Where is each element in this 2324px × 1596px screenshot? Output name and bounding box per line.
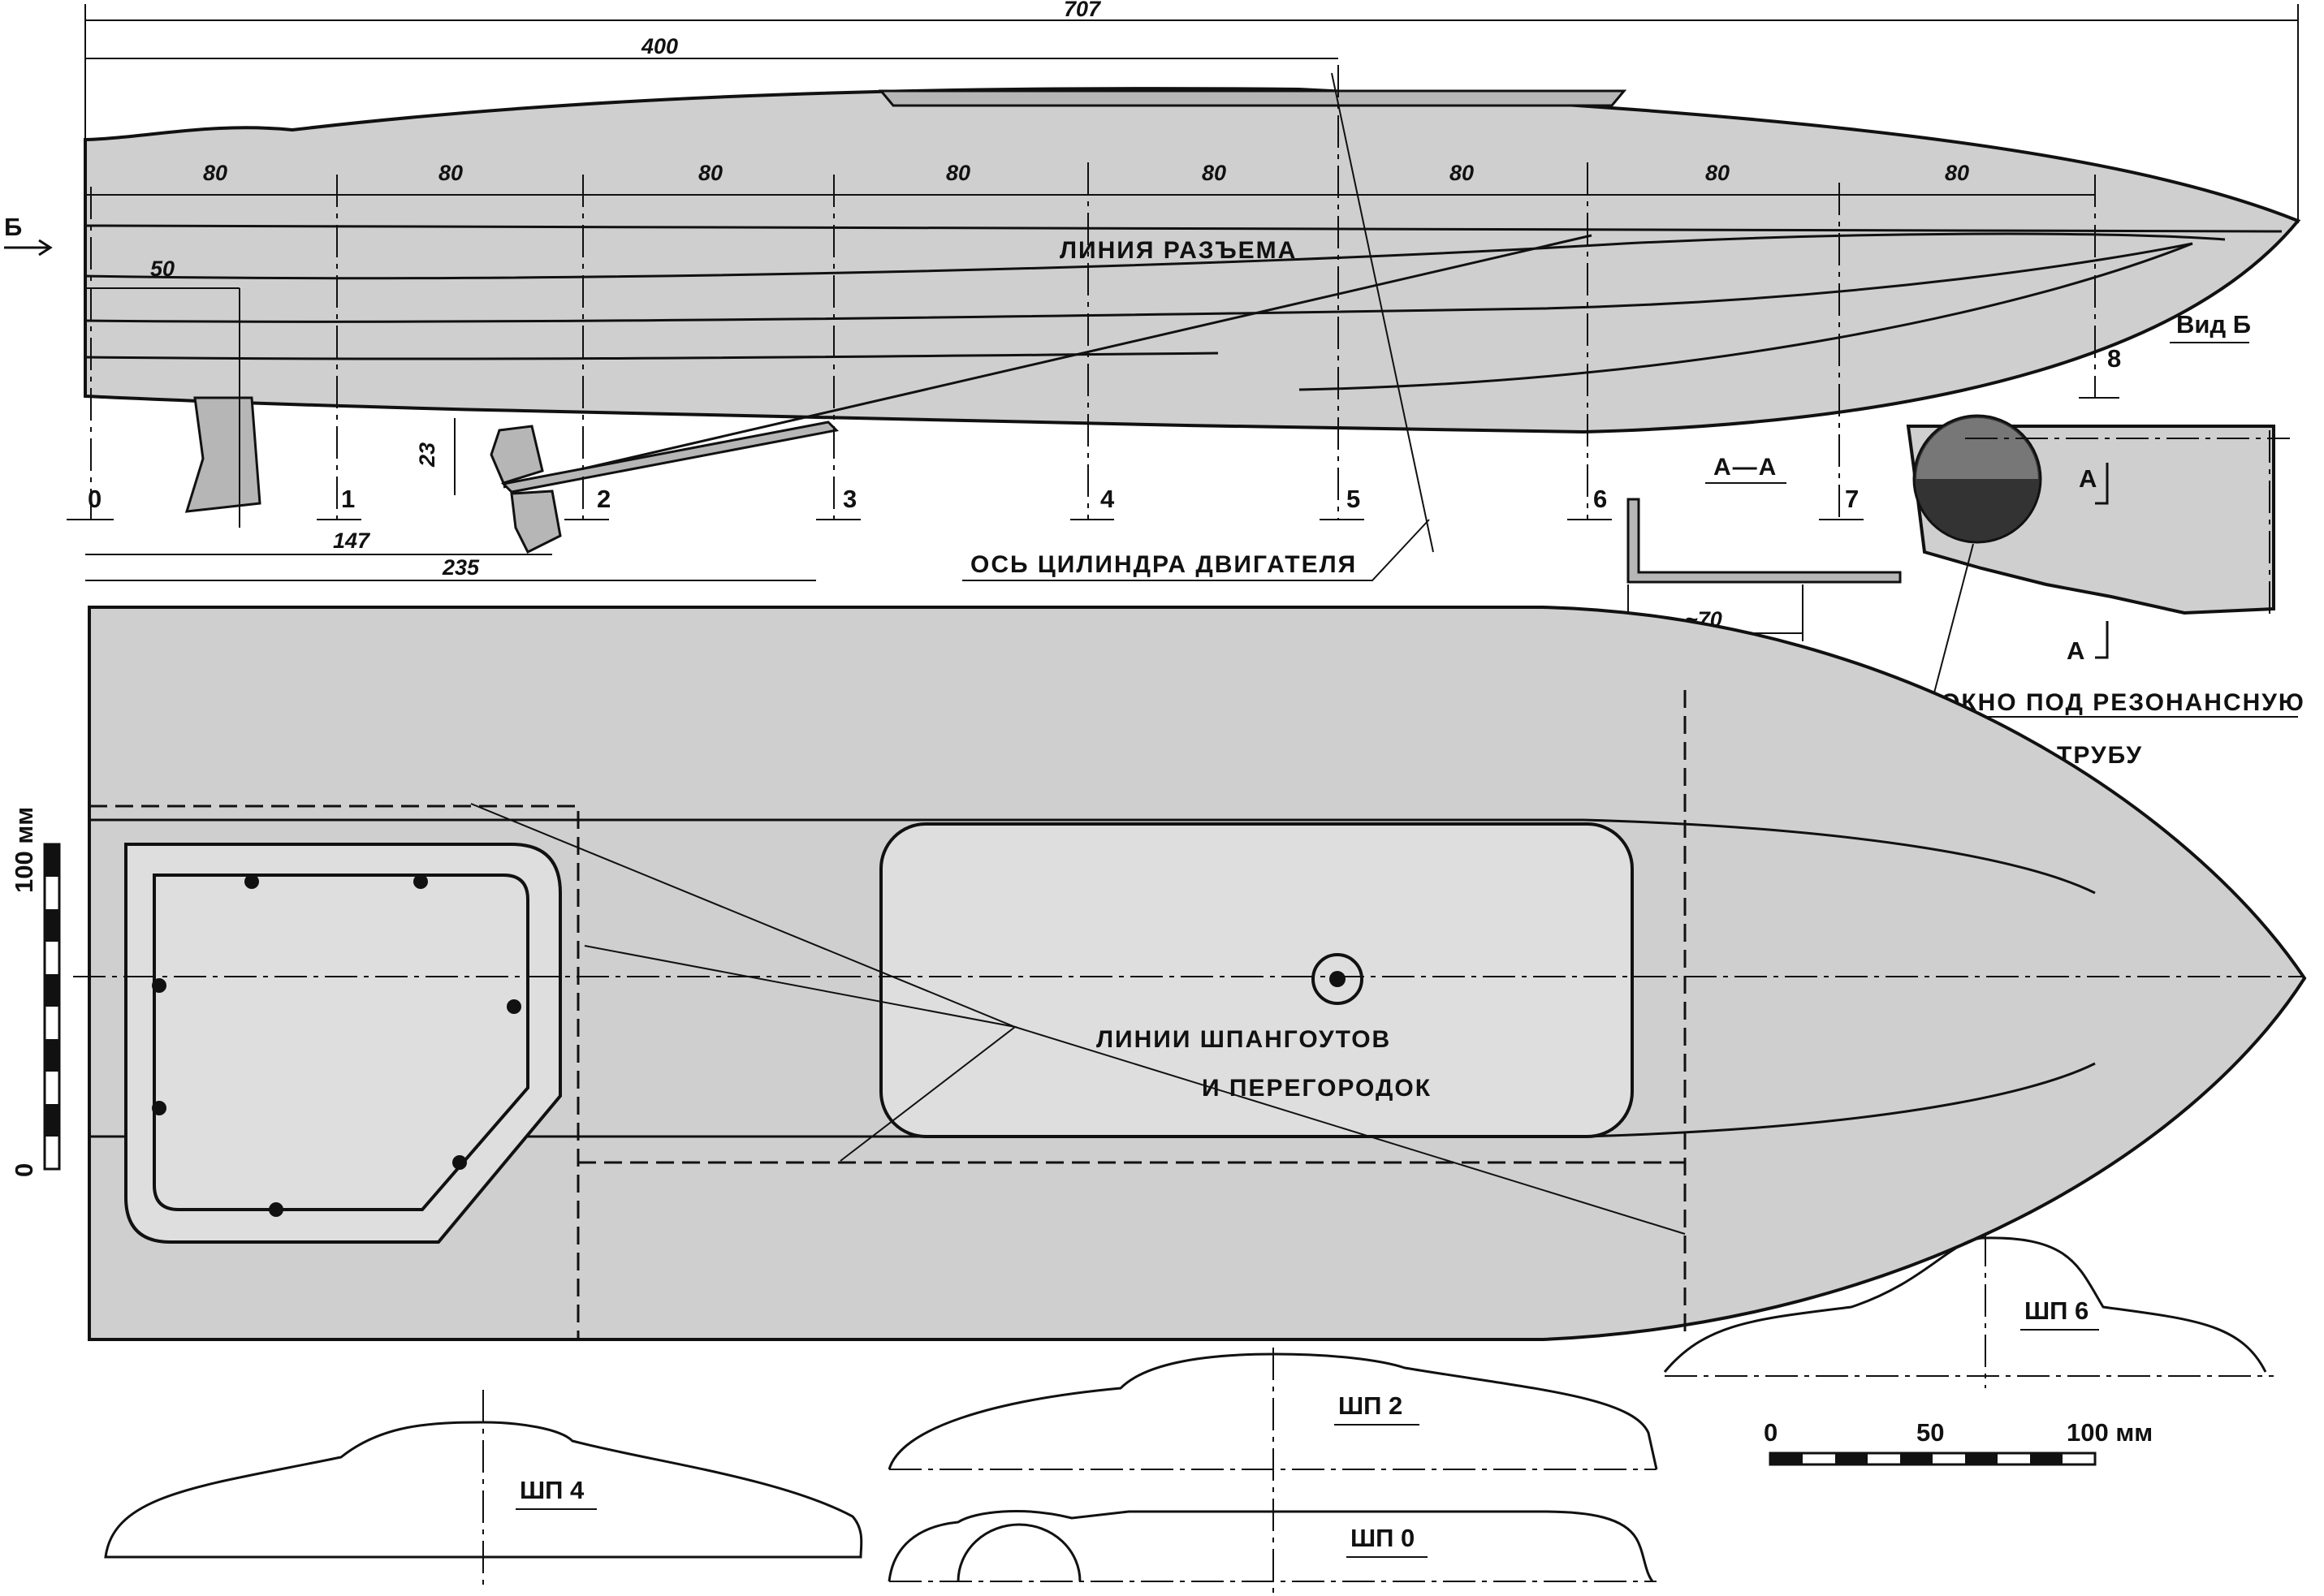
station-0: 0 [88,485,102,513]
vertical-scale-top: 100 мм [10,807,38,893]
cut-mark-a-upper: А [2079,464,2097,493]
sp0-pipe-arc [957,1523,1082,1582]
hatch-screw-7 [269,1202,283,1217]
dim-80-7: 80 [1945,161,1969,185]
engine-axis-label: ОСЬ ЦИЛИНДРА ДВИГАТЕЛЯ [970,551,1357,578]
dim-707-label: 707 [1064,0,1102,21]
dim-80-2: 80 [698,161,723,185]
dim-8-label: 8 [2107,344,2121,373]
frames-label-line1: ЛИНИИ ШПАНГОУТОВ [1096,1026,1391,1053]
station-3: 3 [843,485,857,513]
dim-80-1: 80 [438,161,463,185]
parting-line [84,224,2283,233]
section-aa-label: А—А [1713,454,1778,481]
engine-cylinder-axis [1331,72,1434,553]
window-label-line1: ОКНО ПОД РЕЗОНАНСНУЮ [1941,689,2305,716]
propeller-upper-blade [490,425,544,485]
section-aa-detail: А—А ~70 [1626,454,1902,641]
sp2-label: ШП 2 [1338,1391,1402,1420]
vertical-scale: 100 мм 0 [10,807,61,1177]
propeller-shaft [503,234,1592,489]
side-view: 707 400 ЛИНИЯ РАЗЪЕМА 80 80 80 80 80 80 … [4,0,2301,581]
hscale-end: 100 мм [2067,1418,2153,1447]
dim-80-0: 80 [203,161,227,185]
hscale-zero: 0 [1764,1418,1778,1447]
station-4: 4 [1100,485,1115,513]
hatch-screw-3 [152,978,166,993]
station-2: 2 [597,485,611,513]
cut-mark-a-lower: А [2067,636,2084,665]
section-sp4: ШП 4 [104,1390,863,1591]
section-sp2: ШП 2 [888,1348,1658,1596]
sp6-label: ШП 6 [2024,1296,2089,1325]
sp0-label: ШП 0 [1350,1524,1415,1552]
vertical-scale-zero: 0 [10,1163,38,1177]
deck-hatch-side [878,89,1627,107]
sp4-label: ШП 4 [520,1476,585,1504]
view-b-arrow-label: Б [4,213,22,241]
filler-cap [1329,971,1346,987]
station-1: 1 [341,485,355,513]
top-view: ЛИНИИ ШПАНГОУТОВ И ПЕРЕГОРОДОК [73,606,2307,1341]
station-7: 7 [1845,485,1859,513]
frames-label-line2: И ПЕРЕГОРОДОК [1202,1075,1432,1102]
parting-line-label: ЛИНИЯ РАЗЪЕМА [1060,237,1297,264]
hatch-screw-4 [507,999,521,1014]
hatch-screw-1 [244,874,259,889]
dim-80-5: 80 [1449,161,1474,185]
aft-hatch [153,873,529,1211]
view-b-detail: Вид Б 8 А А ОКНО ПОД РЕЗОНАНСНУЮ ТРУБУ [1906,310,2305,769]
view-b-arrow [4,239,53,257]
dim-400-label: 400 [641,34,678,58]
dim-80-4: 80 [1202,161,1226,185]
cockpit-hatch [879,822,1634,1138]
dim-147-label: 147 [333,528,371,553]
station-5: 5 [1346,485,1360,513]
propeller-lower-blade [510,490,562,554]
view-b-label: Вид Б [2176,310,2251,339]
rudder [184,396,261,513]
dim-235-label: 235 [442,555,480,580]
station-6: 6 [1593,485,1607,513]
hatch-screw-2 [413,874,428,889]
hull-side-profile [84,87,2301,434]
dim-50-label: 50 [150,257,175,281]
dim-23-label: 23 [415,442,439,468]
horizontal-scale: 0 50 100 мм [1764,1418,2153,1466]
dim-80-3: 80 [946,161,970,185]
flange-profile [1626,498,1902,584]
hatch-screw-5 [152,1101,166,1115]
section-sp6: ШП 6 [1663,1234,2274,1388]
filler-cap-ring [1311,953,1363,1005]
section-sp0: ШП 0 [888,1510,1657,1582]
hscale-mid: 50 [1916,1418,1944,1447]
dim-80-6: 80 [1705,161,1730,185]
hatch-screw-6 [452,1155,467,1170]
